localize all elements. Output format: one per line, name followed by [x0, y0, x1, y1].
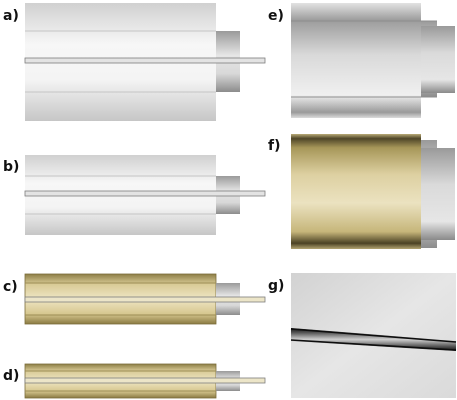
panel-label-g: g)	[268, 278, 285, 294]
panel-b	[24, 155, 266, 235]
panel-g-fiber-image	[291, 328, 456, 351]
panel-label-d: d)	[3, 368, 20, 384]
panel-f-inner-cylinder	[421, 148, 455, 240]
panel-a	[24, 3, 266, 121]
panel-b-fiber	[24, 190, 266, 197]
panel-e-outer-cylinder	[291, 3, 421, 118]
panel-label-e: e)	[268, 8, 284, 24]
panel-f	[291, 134, 455, 249]
panel-e-inner-cylinder	[421, 26, 455, 93]
panel-label-b: b)	[3, 159, 20, 175]
panel-c-fiber	[24, 296, 266, 303]
panel-d	[24, 363, 266, 399]
panel-a-fiber	[24, 57, 266, 64]
panel-label-f: f)	[268, 138, 281, 154]
panel-e	[291, 3, 455, 118]
panel-c	[24, 273, 266, 325]
panel-d-fiber	[24, 377, 266, 384]
panel-f-coating	[291, 134, 421, 249]
panel-label-c: c)	[3, 279, 18, 295]
panel-g	[290, 273, 457, 398]
panel-label-a: a)	[3, 8, 19, 24]
